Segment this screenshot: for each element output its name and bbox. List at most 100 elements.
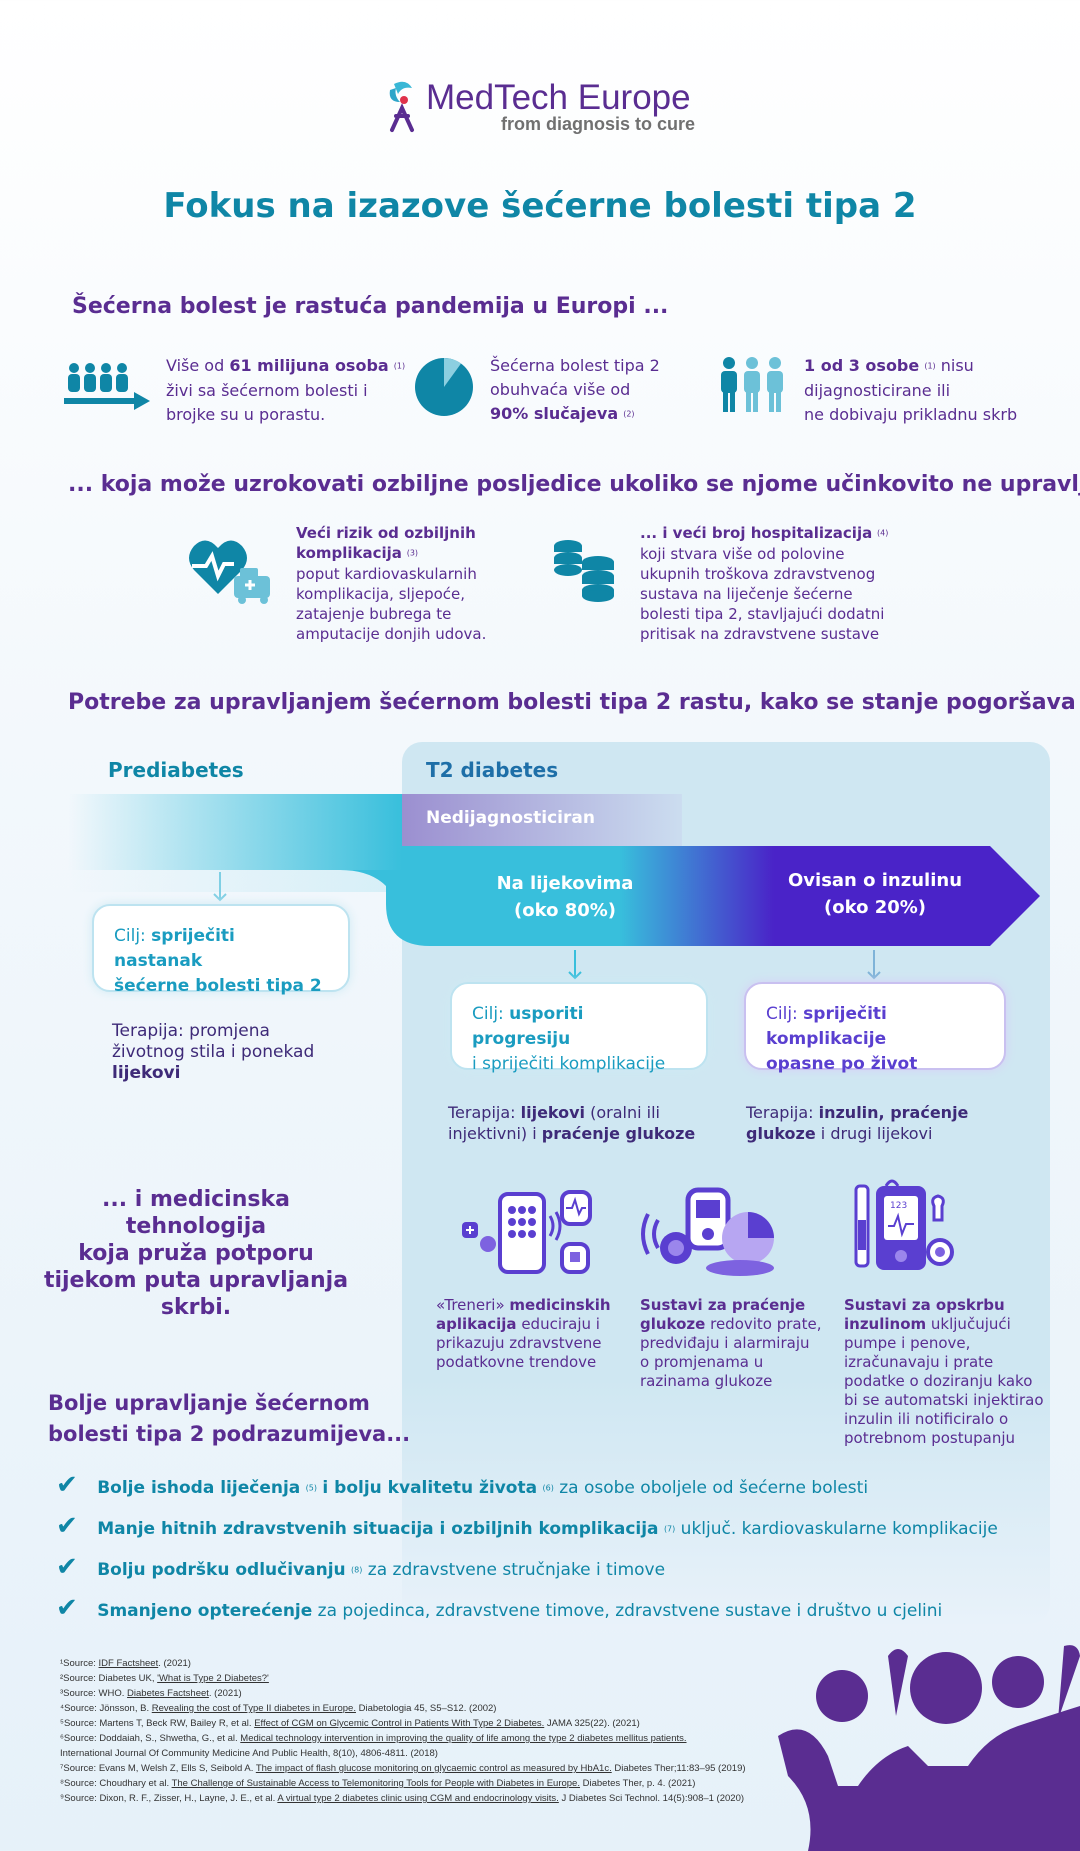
goal1-bold-1: spriječiti nastanak [114,926,235,971]
ref-marker: (8) [351,1565,363,1575]
medtech-logo-icon [389,81,414,132]
celebrating-people-icon [778,1645,1080,1851]
complications-title-1: Veći rizik od ozbiljnih [296,524,476,542]
tech1-rest-2: prikazuju zdravstvene [436,1334,602,1352]
tech2-bold-1: Sustavi za praćenje [640,1296,806,1314]
page-title: Fokus na izazove šećerne bolesti tipa 2 [163,186,917,226]
stat-1-of-3: 1 od 3 osobe (1) nisu dijagnosticirane i… [804,354,1054,427]
reference-item: ¹Source: IDF Factsheet. (2021) [60,1658,191,1669]
section5-heading-1: Bolje upravljanje šećernom [48,1391,370,1415]
coins-stack-icon [554,540,614,602]
section5-heading-2: bolesti tipa 2 podrazumijeva... [48,1422,411,1446]
tech3-rest-3: izračunavaju i prate [844,1353,994,1371]
therapy2-bold-2: praćenje glukoze [541,1124,696,1143]
stat3-text-d: ne dobivaju prikladnu skrb [804,404,1018,424]
reference-link[interactable]: Medical technology intervention in impro… [240,1733,687,1744]
tech2-rest-3: o promjenama u [640,1353,764,1371]
on-medication-line-2: (oko 80%) [513,900,617,921]
t2-panel-fade [402,1380,1050,1630]
arrow-down-icon [568,950,582,980]
tech1-bold-2: aplikacija [436,1315,517,1333]
tech3-bold-1: Sustavi za opskrbu [844,1296,1005,1314]
references: ¹Source: IDF Factsheet. (2021) ²Source: … [60,1656,820,1806]
therapy-prefix: Terapija: [448,1103,521,1122]
insulin-line-1: Ovisan o inzulinu [787,870,963,891]
reference-link[interactable]: 'What is Type 2 Diabetes?' [157,1673,269,1684]
therapy3-bold-2: glukoze [746,1124,816,1143]
logo-name: MedTech Europe [426,78,691,117]
benefit-bold: Bolje ishoda liječenja [97,1478,301,1498]
section4-heading-4: skrbi. [160,1295,232,1320]
complications-block: Veći rizik od ozbiljnih komplikacija (3)… [296,523,496,644]
complications-line-2: komplikacija, sljepoće, [296,584,466,603]
checkmark-icon: ✔ [56,1470,78,1500]
tech1-rest-1: educiraju i [516,1315,600,1333]
stat3-text-c: dijagnosticirane ili [804,380,951,400]
hospitalisation-line-5: pritisak na zdravstvene sustave [640,624,880,643]
undiagnosed-label: Nedijagnosticiran [426,808,595,828]
goal2-bold: usporiti progresiju [472,1004,584,1049]
section5-heading: Bolje upravljanje šećernom bolesti tipa … [48,1388,410,1450]
benefit-rest: za pojedinca, zdravstvene timove, zdravs… [312,1601,943,1621]
tech1-rest-3: podatkovne trendove [436,1353,597,1371]
reference-item: ⁷Source: Evans M, Welsh Z, Ells S, Seibo… [60,1763,746,1774]
on-medication-line-1: Na lijekovima [496,873,634,894]
tech-medical-apps: «Treneri» medicinskih aplikacija educira… [436,1296,626,1372]
checkmark-icon: ✔ [56,1552,78,1582]
ref-marker: (5) [305,1483,317,1493]
benefit-bold: Bolju podršku odlučivanju [97,1560,346,1580]
complications-line-1: poput kardiovaskularnih [296,564,477,583]
tech3-rest-6: inzulin ili notificiralo o [844,1410,1009,1428]
prediabetes-band [68,794,402,870]
prediabetes-label: Prediabetes [108,758,244,782]
reference-item: ⁴Source: Jönsson, B. Revealing the cost … [60,1703,497,1714]
reference-item: ³Source: WHO. Diabetes Factsheet. (2021) [60,1688,242,1699]
logo: MedTech Europe from diagnosis to cure [386,78,706,134]
goal1-bold-2: šećerne bolesti tipa 2 [114,976,322,996]
reference-link[interactable]: Revealing the cost of Type II diabetes i… [151,1703,356,1714]
reference-item: International Journal Of Community Medic… [60,1748,438,1759]
tech3-rest-4: podatke o doziranju kako [844,1372,1033,1390]
therapy3-rest: i drugi lijekovi [815,1124,933,1143]
hospitalisation-title: ... i veći broj hospitalizacija [640,524,873,542]
goal-prevent-complications: Cilj: spriječiti komplikacije opasne po … [744,982,1006,1074]
goal-prefix: Cilj: [766,1004,804,1024]
reference-link[interactable]: IDF Factsheet [98,1658,159,1669]
therapy2-rest-2: injektivni) i [448,1124,542,1143]
reference-link[interactable]: The impact of flash glucose monitoring o… [255,1763,612,1774]
goal3-bold-1: spriječiti komplikacije [766,1004,887,1049]
prediabetes-band-curve [68,870,402,892]
reference-item: ⁶Source: Doddaiah, S., Shwetha, G., et a… [60,1733,687,1744]
goal2-rest: i spriječiti komplikacije [472,1054,666,1074]
reference-link[interactable]: Diabetes Factsheet [127,1688,209,1699]
arrow-down-icon [867,950,881,980]
glucose-monitor-icon [641,1187,774,1276]
tech3-rest-1: uključujući [926,1315,1011,1333]
goal-prefix: Cilj: [114,926,152,946]
tech2-rest-4: razinama glukoze [640,1372,773,1390]
hospitalisation-block: ... i veći broj hospitalizacija (4) koji… [640,523,900,644]
on-medication-label: Na lijekovima (oko 80%) [460,870,670,924]
benefits-list: ✔ Bolje ishoda liječenja (5) i bolju kva… [56,1470,1066,1634]
hospitalisation-line-4: bolesti tipa 2, stavljajući dodatni [640,604,885,623]
benefit-item: ✔ Bolje ishoda liječenja (5) i bolju kva… [56,1470,1066,1511]
section1-heading: Šećerna bolest je rastuća pandemija u Eu… [72,294,669,319]
goal-prevent-diabetes: Cilj: spriječiti nastanak šećerne bolest… [92,904,350,996]
reference-link[interactable]: The Challenge of Sustainable Access to T… [171,1778,580,1789]
goal-slow-progression: Cilj: usporiti progresiju i spriječiti k… [450,982,708,1074]
people-queue-icon [64,363,150,410]
reference-item: ²Source: Diabetes UK, 'What is Type 2 Di… [60,1673,269,1684]
tech2-bold-2: glukoze [640,1315,706,1333]
tech3-rest-7: potrebnom postupanju [844,1429,1016,1447]
hospitalisation-line-3: sustava na liječenje šećerne [640,584,853,603]
stat2-bold: 90% slučajeva [490,404,619,423]
checkmark-icon: ✔ [56,1593,78,1623]
reference-link[interactable]: Effect of CGM on Glycemic Control in Pat… [254,1718,545,1729]
logo-tagline: from diagnosis to cure [501,114,696,134]
therapy1-line-1: Terapija: promjena [112,1021,270,1041]
benefit-item: ✔ Bolju podršku odlučivanju (8) za zdrav… [56,1552,1066,1593]
section2-heading: ... koja može uzrokovati ozbiljne poslje… [68,472,1080,497]
benefit-item: ✔ Smanjeno opterećenje za pojedinca, zdr… [56,1593,1066,1634]
reference-link[interactable]: A virtual type 2 diabetes clinic using C… [277,1793,559,1804]
t2-diabetes-label: T2 diabetes [426,758,559,782]
